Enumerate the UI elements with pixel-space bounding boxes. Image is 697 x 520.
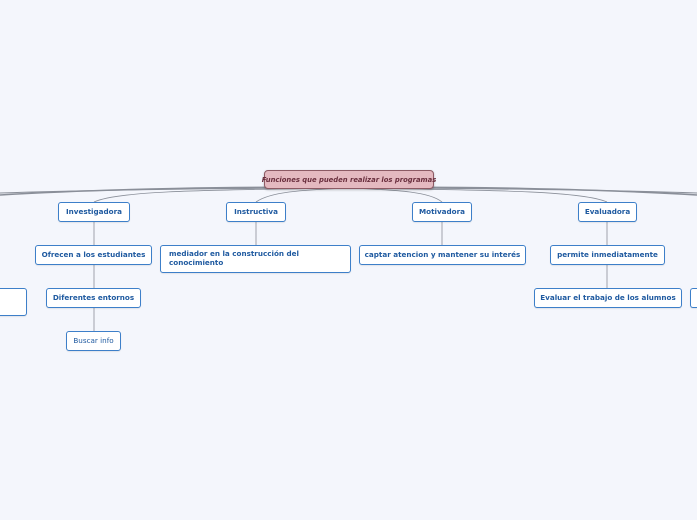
- node-mediador[interactable]: mediador en la construcción del conocimi…: [160, 245, 351, 273]
- branch-investigadora[interactable]: Investigadora: [58, 202, 130, 222]
- branch-evaluadora[interactable]: Evaluadora: [578, 202, 637, 222]
- root-node[interactable]: Funciones que pueden realizar los progra…: [262, 170, 436, 189]
- link-root-instructiva: [255, 187, 349, 203]
- link-root-motivadora: [347, 187, 443, 203]
- node-ofrecen[interactable]: Ofrecen a los estudiantes: [35, 245, 152, 265]
- offscreen-node-left[interactable]: [0, 288, 27, 316]
- node-entornos[interactable]: Diferentes entornos: [46, 288, 141, 308]
- node-evaluar[interactable]: Evaluar el trabajo de los alumnos: [534, 288, 682, 308]
- offscreen-node-right[interactable]: [690, 288, 697, 308]
- branch-motivadora[interactable]: Motivadora: [412, 202, 472, 222]
- node-permite[interactable]: permite inmediatamente: [550, 245, 665, 265]
- node-captar[interactable]: captar atencion y mantener su interés: [359, 245, 526, 265]
- node-buscar[interactable]: Buscar info: [66, 331, 121, 351]
- branch-instructiva[interactable]: Instructiva: [226, 202, 286, 222]
